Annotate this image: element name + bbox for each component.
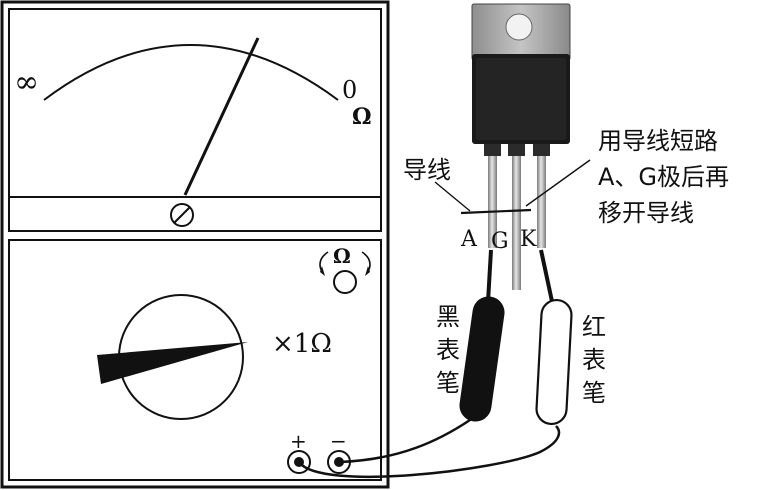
- zero-mark: 0: [342, 76, 357, 104]
- range-label: ×1Ω: [272, 329, 332, 359]
- black-probe-label-1: 黑: [436, 303, 460, 331]
- red-probe-handle[interactable]: [535, 298, 573, 426]
- wire-label-leader: [434, 181, 471, 212]
- black-probe-label-3: 笔: [436, 369, 460, 397]
- red-probe-label-2: 表: [582, 346, 606, 374]
- pin-a-label: A: [460, 227, 478, 252]
- scale-unit: Ω: [352, 104, 372, 130]
- ohm-adjust-label: Ω: [333, 244, 351, 268]
- lead-g: [512, 144, 521, 290]
- shorting-wire: [460, 208, 532, 215]
- note-line-2: A、G极后再: [598, 163, 729, 191]
- mounting-hole: [505, 13, 533, 41]
- red-probe-label-1: 红: [582, 313, 606, 341]
- meter-needle: [183, 37, 260, 196]
- multimeter: ∞ 0 Ω Ω ×1Ω + −: [0, 0, 390, 489]
- black-probe-label-2: 表: [436, 336, 460, 364]
- minus-terminal-label: −: [330, 429, 347, 453]
- note-leader: [525, 159, 591, 207]
- lead-k: [537, 144, 546, 248]
- range-selector[interactable]: [97, 294, 248, 420]
- mechanical-zero-screw[interactable]: [170, 203, 194, 227]
- ohm-adjust-knob[interactable]: Ω: [319, 244, 371, 294]
- black-probe-handle[interactable]: [457, 294, 506, 423]
- range-selector-pointer[interactable]: [97, 342, 248, 384]
- red-probe[interactable]: [535, 249, 573, 426]
- lead-a: [488, 144, 497, 248]
- plus-terminal-label: +: [290, 429, 307, 453]
- pin-k-label: K: [520, 227, 537, 252]
- red-lead-wire: [297, 425, 561, 479]
- note-line-3: 移开导线: [598, 199, 694, 227]
- note-line-1: 用导线短路: [598, 127, 718, 155]
- zero-adjust-strip: [8, 196, 382, 232]
- pin-g-label: G: [491, 229, 509, 254]
- black-probe[interactable]: [457, 249, 506, 424]
- ohm-scale-arc: [43, 44, 339, 101]
- thyristor: [471, 3, 571, 290]
- ohm-adjust-dial[interactable]: [333, 270, 357, 294]
- red-probe-label-3: 笔: [582, 379, 606, 407]
- infinity-mark: ∞: [14, 65, 39, 100]
- wire-label: 导线: [403, 156, 451, 184]
